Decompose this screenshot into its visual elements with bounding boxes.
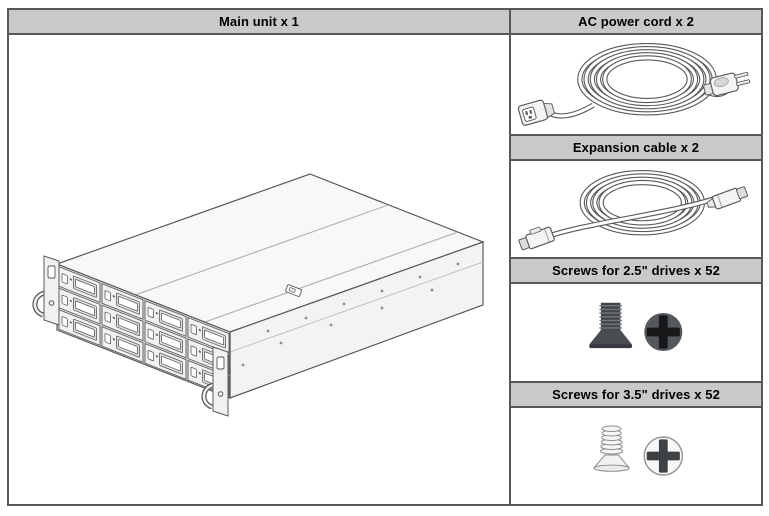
- screws-35-header-label: Screws for 3.5" drives x 52: [552, 386, 720, 402]
- screws-35-header: Screws for 3.5" drives x 52: [511, 380, 761, 408]
- screw-top-dark-icon: [644, 313, 683, 352]
- screws-25-header: Screws for 2.5" drives x 52: [511, 257, 761, 284]
- ac-power-cord-illustration: [517, 43, 751, 127]
- expansion-cable-header-label: Expansion cable x 2: [572, 139, 700, 155]
- ac-power-cord-header-label: AC power cord x 2: [578, 14, 694, 29]
- ac-power-cord-header: AC power cord x 2: [511, 10, 761, 35]
- expansion-cable-illustration: [518, 169, 749, 251]
- screws-35-cell: [511, 408, 761, 505]
- accessory-section-power-cord: AC power cord x 2: [511, 10, 761, 134]
- main-unit-header: Main unit x 1: [9, 10, 509, 35]
- side-screw-holes: [241, 262, 460, 367]
- accessories-column: AC power cord x 2: [511, 10, 761, 504]
- ac-power-cord-cell: [511, 35, 761, 134]
- cable-connector-right-icon: [706, 186, 749, 210]
- main-unit-cell: [9, 35, 509, 504]
- accessory-section-screws-25: Screws for 2.5" drives x 52: [511, 257, 761, 381]
- screws-25-cell: [511, 284, 761, 381]
- rackmount-server-illustration: [32, 173, 485, 417]
- screws-35-illustration: [593, 425, 684, 476]
- accessory-section-expansion-cable: Expansion cable x 2: [511, 133, 761, 258]
- right-rack-ear: [201, 346, 229, 417]
- left-rack-ear: [32, 255, 60, 326]
- cord-coil: [577, 43, 717, 116]
- accessory-section-screws-35: Screws for 3.5" drives x 52: [511, 380, 761, 505]
- expansion-cable-cell: [511, 161, 761, 258]
- main-unit-column: Main unit x 1: [9, 10, 511, 504]
- expansion-cable-header: Expansion cable x 2: [511, 133, 761, 161]
- package-contents-table: Main unit x 1: [7, 8, 763, 506]
- main-unit-header-label: Main unit x 1: [218, 14, 300, 29]
- power-plug-icon: [703, 72, 751, 97]
- screw-side-dark-icon: [589, 303, 633, 349]
- screws-25-illustration: [589, 303, 683, 352]
- screw-top-light-icon: [643, 436, 684, 476]
- c13-connector-icon: [517, 99, 556, 127]
- cable-connector-left-icon: [518, 226, 555, 251]
- screw-side-light-icon: [593, 425, 631, 472]
- screws-25-header-label: Screws for 2.5" drives x 52: [552, 263, 720, 278]
- top-latch-clip: [285, 284, 303, 297]
